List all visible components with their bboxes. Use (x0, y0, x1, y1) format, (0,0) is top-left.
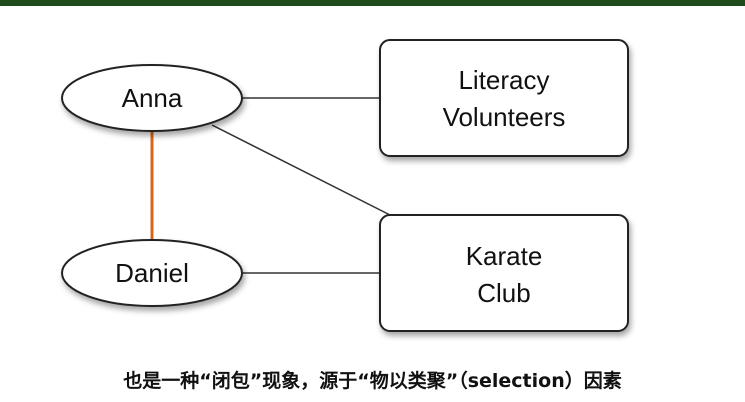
node-literacy-label-line2: Volunteers (443, 102, 566, 132)
node-daniel-label: Daniel (115, 258, 189, 288)
node-karate-label-line2: Club (477, 278, 530, 308)
caption-text: 也是一种“闭包”现象，源于“物以类聚”（selection）因素 (123, 370, 622, 392)
node-literacy-volunteers: Literacy Volunteers (379, 39, 629, 157)
edge-anna-karate (211, 124, 391, 216)
header-bar (0, 0, 745, 6)
node-daniel: Daniel (61, 239, 243, 307)
node-literacy-label-line1: Literacy (458, 65, 549, 95)
node-anna: Anna (61, 64, 243, 132)
node-karate-label-line1: Karate (466, 241, 543, 271)
social-affiliation-diagram: Literacy Volunteers Karate Club Anna Dan… (61, 39, 629, 332)
node-karate-club: Karate Club (379, 214, 629, 332)
node-anna-label: Anna (122, 83, 183, 113)
